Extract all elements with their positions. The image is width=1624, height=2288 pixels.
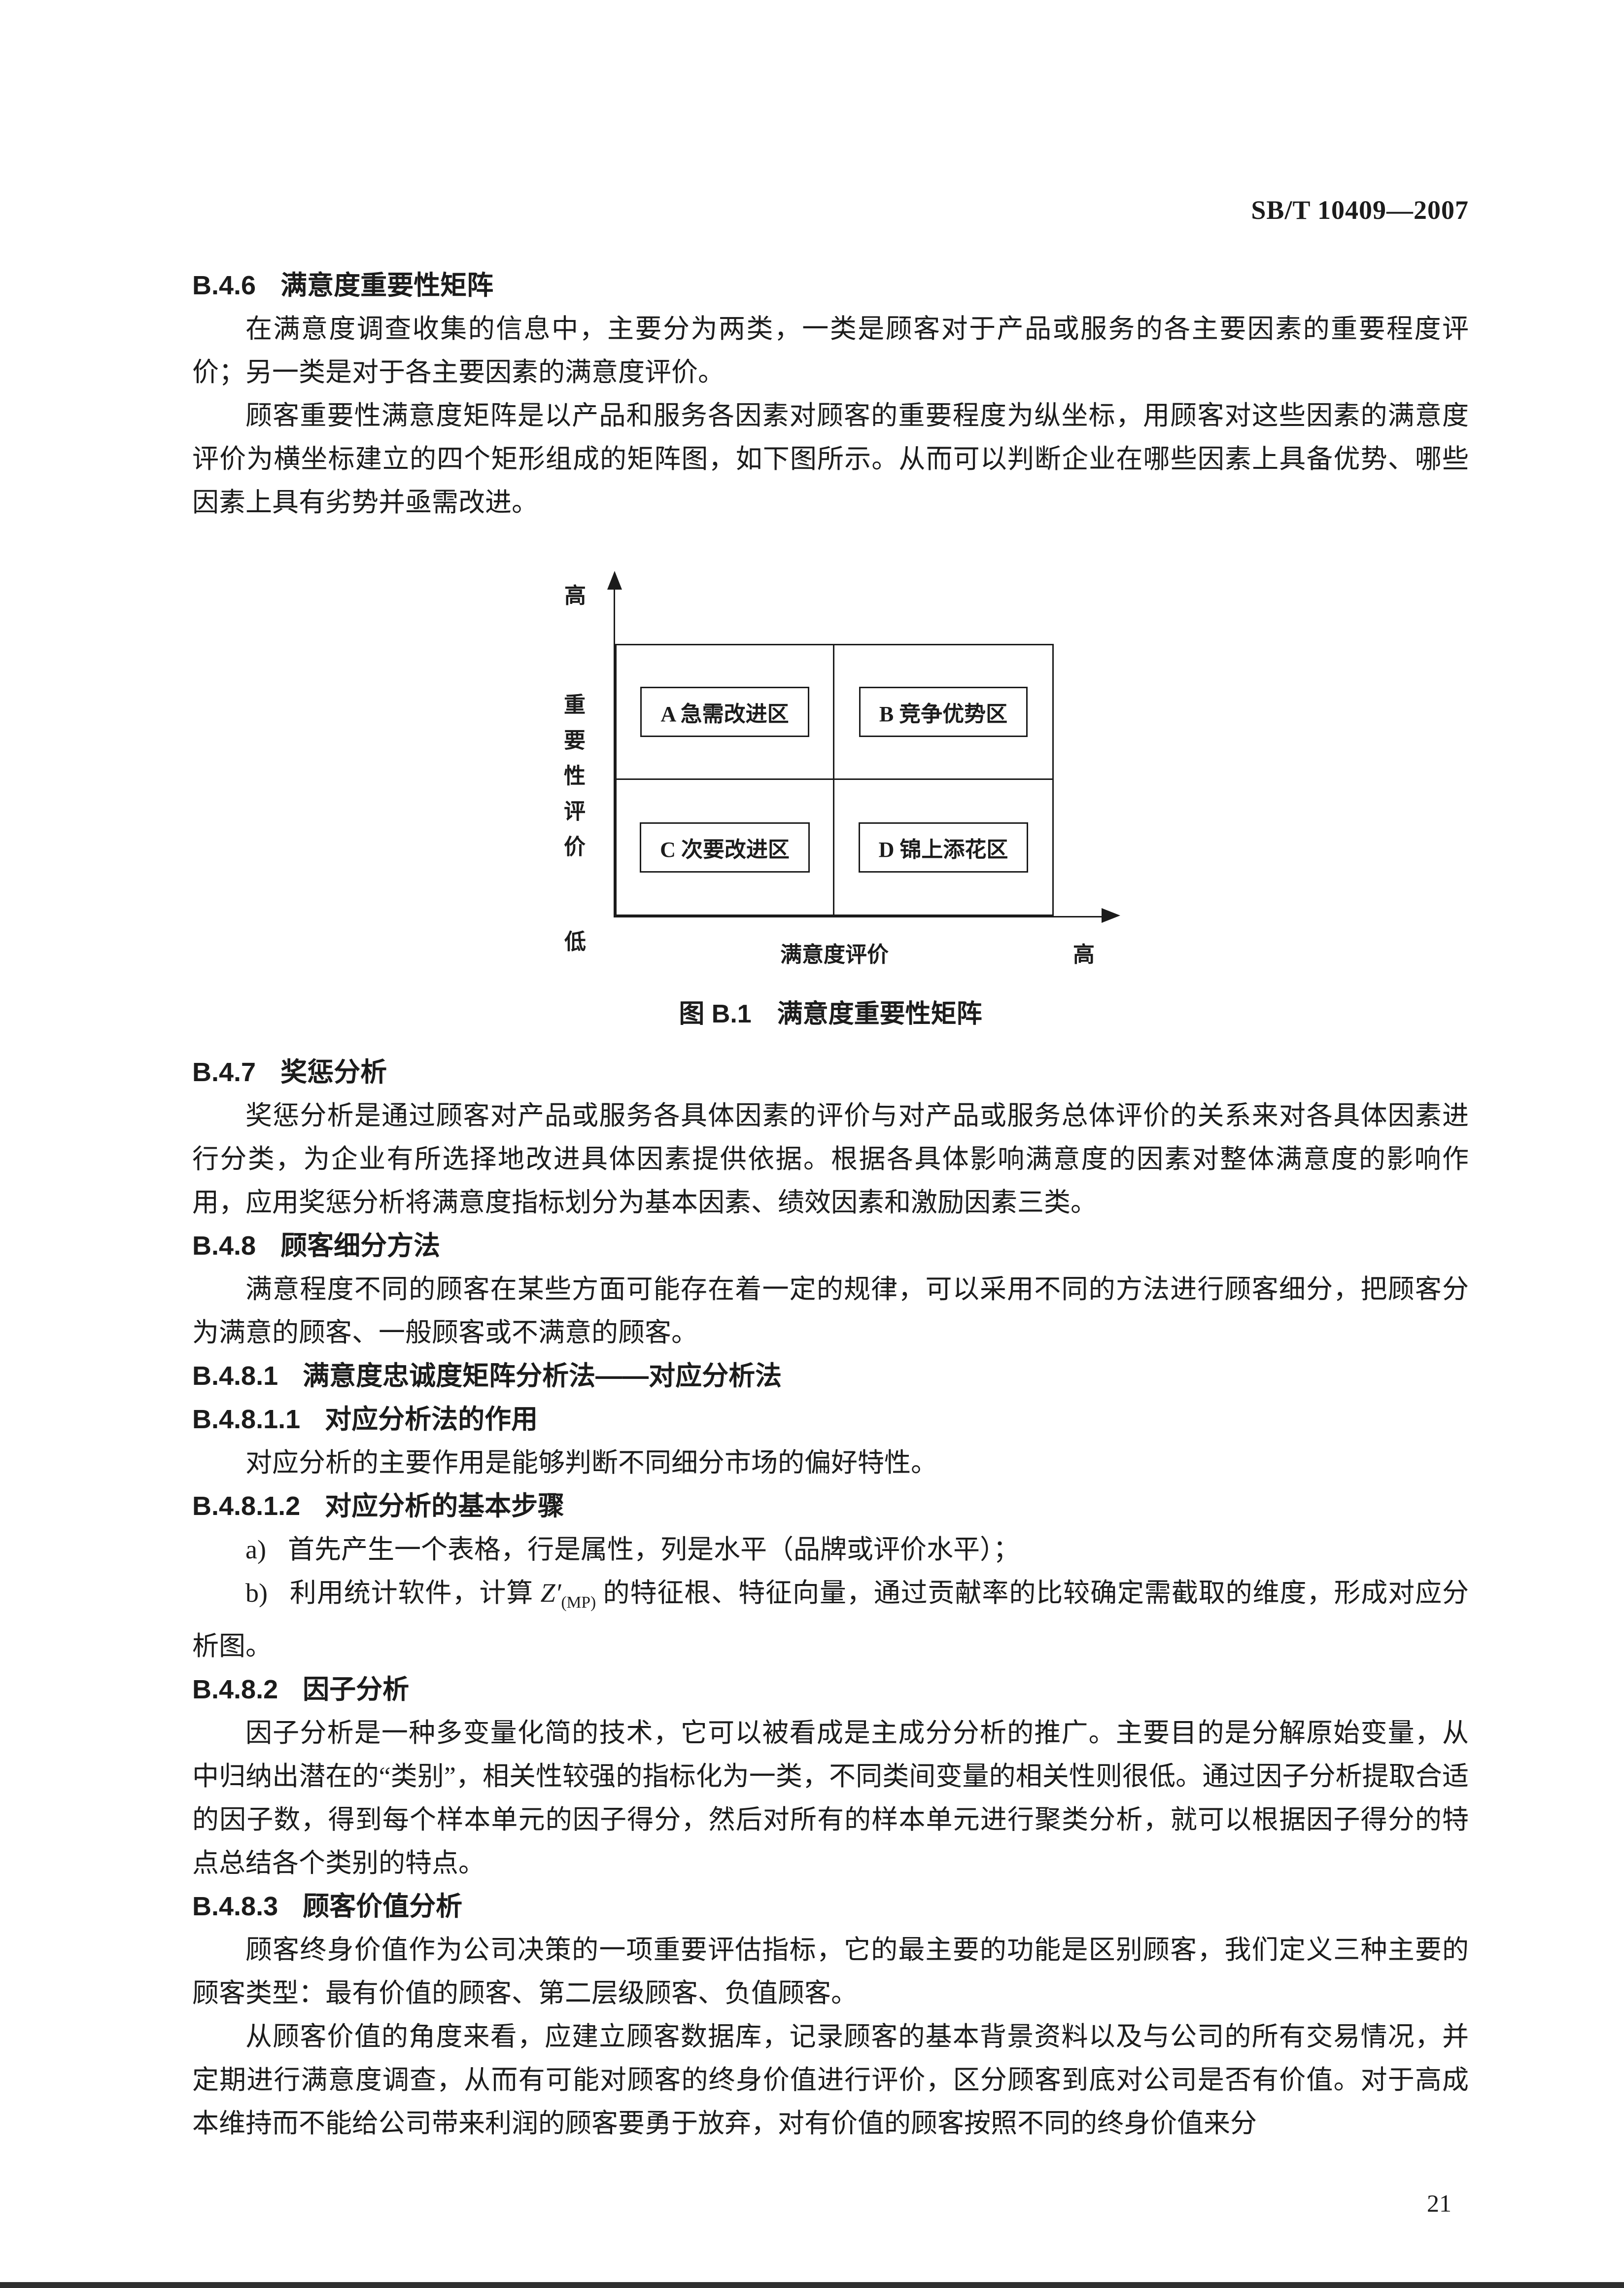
quadrant-d-label: D 锦上添花区 bbox=[858, 822, 1029, 873]
section-number: B.4.7 bbox=[192, 1057, 256, 1087]
quadrant-a-label: A 急需改进区 bbox=[640, 687, 809, 737]
x-axis-line bbox=[614, 916, 1106, 917]
list-text: 的特征根、特征向量，通过贡献率的比较确定需截取的维度，形成对应分析图。 bbox=[192, 1578, 1469, 1661]
section-title: 满意度忠诚度矩阵分析法——对应分析法 bbox=[303, 1361, 782, 1391]
section-heading-b482: B.4.8.2 因子分析 bbox=[192, 1668, 1469, 1711]
list-text: 首先产生一个表格，行是属性，列是水平（品牌或评价水平）； bbox=[287, 1535, 1020, 1564]
section-heading-b4812: B.4.8.1.2 对应分析的基本步骤 bbox=[192, 1484, 1469, 1528]
section-number: B.4.8.3 bbox=[192, 1891, 278, 1921]
quadrant-d: D 锦上添花区 bbox=[834, 780, 1052, 915]
section-title: 对应分析法的作用 bbox=[325, 1405, 538, 1434]
section-number: B.4.8 bbox=[192, 1231, 256, 1261]
section-heading-b481: B.4.8.1 满意度忠诚度矩阵分析法——对应分析法 bbox=[192, 1354, 1469, 1398]
figure-canvas: 高 重要性评价 低 A 急需改进区 B 竞争优势区 C 次要改进区 D 锦上添花… bbox=[510, 571, 1151, 980]
x-axis-arrow-icon bbox=[1102, 908, 1120, 923]
paragraph: 从顾客价值的角度来看，应建立顾客数据库，记录顾客的基本背景资料以及与公司的所有交… bbox=[192, 2021, 1469, 2138]
section-heading-b48: B.4.8 顾客细分方法 bbox=[192, 1224, 1469, 1267]
list-text: 利用统计软件，计算 bbox=[289, 1578, 541, 1608]
section-heading-b4811: B.4.8.1.1 对应分析法的作用 bbox=[192, 1398, 1469, 1441]
list-item-a: a) 首先产生一个表格，行是属性，列是水平（品牌或评价水平）； bbox=[192, 1528, 1469, 1571]
list-item-b: b) 利用统计软件，计算 Z′(MP) 的特征根、特征向量，通过贡献率的比较确定需… bbox=[192, 1571, 1469, 1668]
figure-satisfaction-importance-matrix: 高 重要性评价 低 A 急需改进区 B 竞争优势区 C 次要改进区 D 锦上添花… bbox=[192, 571, 1469, 980]
paragraph: 奖惩分析是通过顾客对产品或服务各具体因素的评价与对产品或服务总体评价的关系来对各… bbox=[192, 1101, 1469, 1217]
quadrant-c: C 次要改进区 bbox=[617, 780, 834, 915]
section-title: 顾客价值分析 bbox=[303, 1891, 463, 1921]
quadrant-b: B 竞争优势区 bbox=[834, 645, 1052, 780]
section-title: 奖惩分析 bbox=[280, 1057, 387, 1087]
figure-caption: 图 B.1 满意度重要性矩阵 bbox=[679, 1000, 982, 1028]
section-number: B.4.8.2 bbox=[192, 1674, 278, 1704]
scan-edge-line bbox=[0, 2282, 1624, 2288]
quadrant-b-label: B 竞争优势区 bbox=[859, 687, 1028, 737]
y-axis-line bbox=[614, 586, 615, 916]
y-axis-title: 重要性评价 bbox=[560, 693, 585, 871]
list-marker: b) bbox=[245, 1578, 268, 1608]
list-marker: a) bbox=[245, 1535, 266, 1564]
page-number: 21 bbox=[1427, 2189, 1451, 2217]
paragraph: 顾客终身价值作为公司决策的一项重要评估指标，它的最主要的功能是区别顾客，我们定义… bbox=[192, 1935, 1469, 2008]
paragraph: 满意程度不同的顾客在某些方面可能存在着一定的规律，可以采用不同的方法进行顾客细分… bbox=[192, 1274, 1469, 1347]
formula-subscript: (MP) bbox=[561, 1593, 596, 1612]
paragraph: 因子分析是一种多变量化简的技术，它可以被看成是主成分分析的推广。主要目的是分解原… bbox=[192, 1718, 1469, 1878]
matrix-grid: A 急需改进区 B 竞争优势区 C 次要改进区 D 锦上添花区 bbox=[615, 644, 1054, 916]
section-heading-b47: B.4.7 奖惩分析 bbox=[192, 1051, 1469, 1094]
section-heading-b46: B.4.6 满意度重要性矩阵 bbox=[192, 264, 1469, 307]
x-axis-title: 满意度评价 bbox=[780, 943, 889, 967]
x-axis-high-label: 高 bbox=[1073, 943, 1095, 967]
section-title: 满意度重要性矩阵 bbox=[280, 271, 494, 300]
formula-variable: Z′ bbox=[540, 1578, 561, 1608]
section-number: B.4.6 bbox=[192, 271, 256, 300]
y-axis-high-label: 高 bbox=[564, 584, 586, 608]
quadrant-c-label: C 次要改进区 bbox=[640, 822, 810, 873]
section-title: 对应分析的基本步骤 bbox=[325, 1491, 565, 1521]
y-axis-low-label: 低 bbox=[564, 930, 586, 954]
section-title: 因子分析 bbox=[303, 1674, 410, 1704]
section-number: B.4.8.1.2 bbox=[192, 1491, 301, 1521]
quadrant-a: A 急需改进区 bbox=[617, 645, 834, 780]
section-number: B.4.8.1 bbox=[192, 1361, 278, 1391]
section-heading-b483: B.4.8.3 顾客价值分析 bbox=[192, 1885, 1469, 1928]
doc-code: SB/T 10409—2007 bbox=[1251, 195, 1469, 225]
paragraph: 在满意度调查收集的信息中，主要分为两类，一类是顾客对于产品或服务的各主要因素的重… bbox=[192, 314, 1469, 387]
paragraph: 对应分析的主要作用是能够判断不同细分市场的偏好特性。 bbox=[245, 1448, 937, 1478]
paragraph: 顾客重要性满意度矩阵是以产品和服务各因素对顾客的重要程度为纵坐标，用顾客对这些因… bbox=[192, 401, 1469, 517]
section-number: B.4.8.1.1 bbox=[192, 1405, 301, 1434]
section-title: 顾客细分方法 bbox=[280, 1231, 441, 1261]
